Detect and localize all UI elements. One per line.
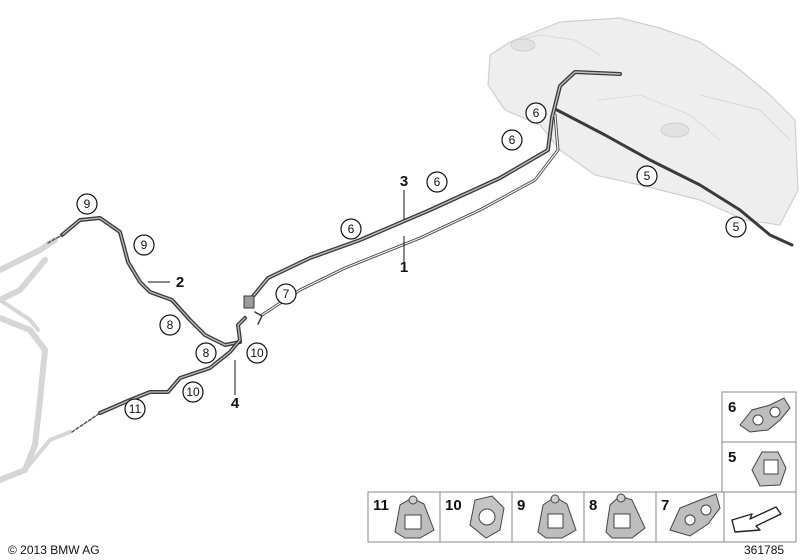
ghost-pipes xyxy=(0,237,72,483)
callout-5b: 5 xyxy=(725,216,747,238)
label-2: 2 xyxy=(176,274,184,291)
callout-11: 11 xyxy=(124,398,146,420)
thumbnail-7: 7 xyxy=(655,491,725,543)
callout-6c: 6 xyxy=(501,129,523,151)
svg-text:7: 7 xyxy=(661,497,669,514)
svg-text:8: 8 xyxy=(589,497,597,514)
svg-text:9: 9 xyxy=(84,197,91,211)
svg-text:6: 6 xyxy=(509,133,516,147)
thumbnail-5: 5 xyxy=(721,441,797,493)
double-clip-icon xyxy=(739,397,791,433)
svg-text:11: 11 xyxy=(129,402,142,416)
single-clip-icon xyxy=(751,451,787,487)
svg-text:11: 11 xyxy=(373,497,389,514)
fuel-lines xyxy=(243,70,794,325)
callout-9b: 9 xyxy=(133,234,155,256)
bracket-clip-icon xyxy=(605,493,646,539)
svg-text:8: 8 xyxy=(203,346,210,360)
svg-text:10: 10 xyxy=(186,385,200,399)
svg-text:9: 9 xyxy=(141,238,148,252)
leader-labels: 3 1 2 4 xyxy=(176,173,408,412)
label-4: 4 xyxy=(231,395,240,412)
copyright-text: © 2013 BMW AG xyxy=(8,543,100,557)
fuel-line-4 xyxy=(71,316,247,433)
thumbnail-6: 6 xyxy=(721,391,797,443)
svg-text:9: 9 xyxy=(517,497,525,514)
thumbnail-8: 8 xyxy=(583,491,657,543)
thumbnail-11: 11 xyxy=(367,491,441,543)
svg-text:5: 5 xyxy=(728,449,736,466)
thumbnail-arrow xyxy=(723,491,797,543)
thumbnail-10: 10 xyxy=(439,491,513,543)
svg-text:6: 6 xyxy=(348,222,355,236)
svg-text:10: 10 xyxy=(445,497,462,514)
callout-9a: 9 xyxy=(76,193,98,215)
label-1: 1 xyxy=(400,259,408,276)
svg-text:6: 6 xyxy=(434,175,441,189)
callout-10a: 10 xyxy=(246,342,268,364)
fuel-tank xyxy=(487,17,799,226)
svg-text:5: 5 xyxy=(733,220,740,234)
bracket-clip-icon xyxy=(537,494,577,539)
open-clip-icon xyxy=(469,495,505,539)
svg-text:8: 8 xyxy=(167,318,174,332)
svg-text:7: 7 xyxy=(283,287,290,301)
fuel-line-2 xyxy=(47,216,242,347)
callout-8a: 8 xyxy=(159,314,181,336)
bracket-clip-icon xyxy=(394,495,435,539)
callout-10b: 10 xyxy=(182,381,204,403)
label-3: 3 xyxy=(400,173,408,190)
callout-6a: 6 xyxy=(340,218,362,240)
callout-7: 7 xyxy=(275,283,297,305)
svg-text:10: 10 xyxy=(250,346,264,360)
callout-5a: 5 xyxy=(636,165,658,187)
image-number: 361785 xyxy=(744,543,784,557)
svg-text:6: 6 xyxy=(728,399,736,416)
leader-lines xyxy=(148,190,405,395)
thumbnail-9: 9 xyxy=(511,491,585,543)
double-clip-icon xyxy=(669,493,721,537)
svg-text:5: 5 xyxy=(644,169,651,183)
direction-arrow-icon xyxy=(731,506,782,533)
callout-6b: 6 xyxy=(426,171,448,193)
callouts: 9 9 8 8 10 10 11 7 6 6 6 6 5 5 xyxy=(76,102,747,420)
svg-text:6: 6 xyxy=(533,106,540,120)
callout-6d: 6 xyxy=(525,102,547,124)
callout-8b: 8 xyxy=(195,342,217,364)
